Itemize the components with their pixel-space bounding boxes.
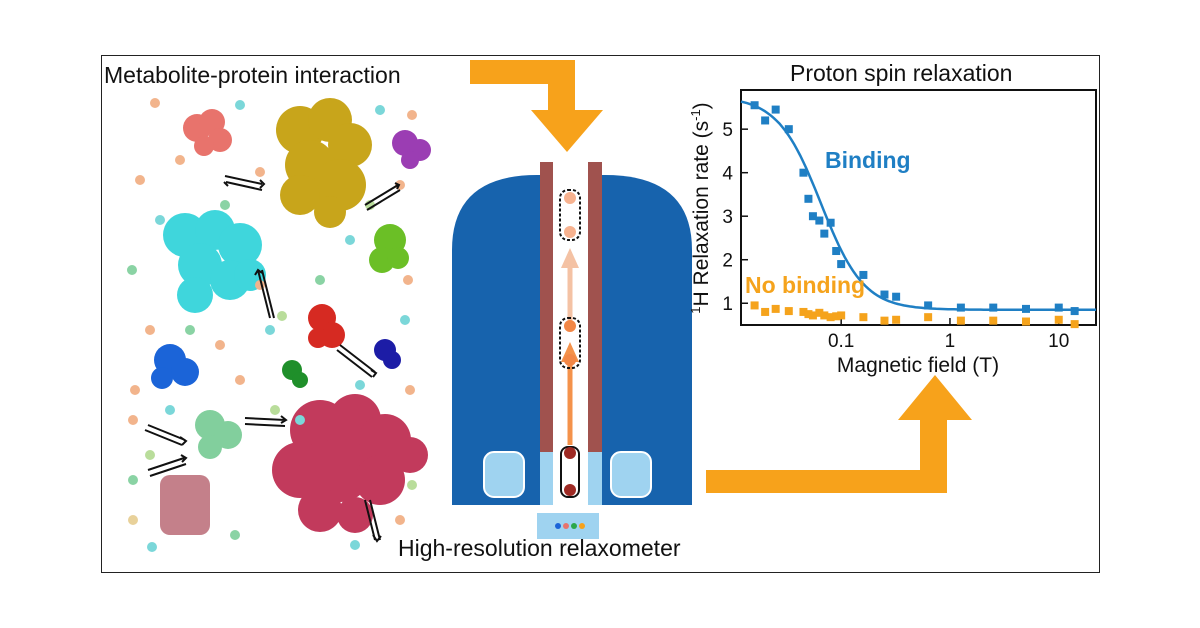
no-binding-point [924, 313, 933, 322]
no-binding-point [815, 308, 824, 317]
binding-point [771, 105, 780, 114]
y-tick-label: 3 [722, 207, 733, 228]
binding-point [826, 218, 835, 227]
binding-point [859, 270, 868, 279]
binding-point [924, 301, 933, 310]
binding-point [784, 125, 793, 134]
binding-point [808, 212, 817, 221]
no-binding-point [956, 316, 965, 325]
protein-blue [151, 344, 199, 389]
protein-yellow [276, 98, 372, 228]
no-binding-point [837, 311, 846, 320]
no-binding-point [989, 316, 998, 325]
plot-area [740, 89, 1097, 326]
binding-point [750, 101, 759, 110]
series-label-no-binding: No binding [745, 272, 865, 298]
arrow-top [470, 60, 603, 152]
no-binding-point [820, 311, 829, 320]
binding-point [880, 290, 889, 299]
protein-green [369, 224, 409, 273]
no-binding-point [880, 316, 889, 325]
metabolite-dots [127, 98, 417, 552]
protein-cluster [127, 98, 431, 552]
figure-frame [101, 55, 1100, 573]
y-tick-label: 2 [722, 251, 733, 272]
no-binding-point [1054, 315, 1063, 324]
protein-crimson [272, 394, 428, 533]
arrow-bottom [706, 375, 972, 493]
binding-point [804, 194, 813, 203]
relaxation-chart: 0.1 1 10 1 2 3 4 5 Binding No binding Magnetic… [688, 89, 1097, 377]
y-axis-label: 1H Relaxation rate (s-1) [688, 102, 713, 313]
protein-mint [195, 410, 242, 459]
equilibrium-arrows [144, 175, 401, 543]
protein-red [308, 304, 345, 348]
no-binding-point [808, 311, 817, 320]
no-binding-point [761, 307, 770, 316]
binding-fit-curve [740, 100, 1096, 312]
series-label-binding: Binding [825, 147, 911, 173]
binding-point [956, 303, 965, 312]
no-binding-point [804, 310, 813, 319]
no-binding-point [832, 312, 841, 321]
binding-point [815, 216, 824, 225]
no-binding-point [784, 307, 793, 316]
no-binding-point [1022, 317, 1031, 326]
binding-point [892, 292, 901, 301]
y-tick-label: 4 [722, 164, 733, 185]
relaxometer [452, 162, 692, 539]
protein-purple [392, 130, 431, 169]
binding-point [799, 168, 808, 177]
binding-point [1070, 307, 1079, 316]
no-binding-point [892, 315, 901, 324]
protein-darkgreen [282, 360, 308, 388]
protein-cyan [163, 210, 266, 313]
y-axis: 1 2 3 4 5 [722, 120, 748, 315]
chart-title: Proton spin relaxation [790, 60, 1013, 86]
binding-point [1022, 304, 1031, 313]
no-binding-point [771, 304, 780, 313]
x-tick-label: 0.1 [828, 331, 854, 352]
y-tick-label: 5 [722, 120, 733, 141]
x-axis-label: Magnetic field (T) [837, 354, 999, 377]
no-binding-point [826, 313, 835, 322]
protein-darkblue [374, 339, 401, 369]
x-axis: 0.1 1 10 [828, 318, 1069, 352]
binding-point [832, 247, 841, 256]
y-tick-label: 1 [722, 294, 733, 315]
interaction-label: Metabolite-protein interaction [104, 62, 401, 88]
no-binding-point [750, 301, 759, 310]
binding-point [761, 116, 770, 125]
instrument-label: High-resolution relaxometer [398, 535, 681, 561]
binding-point [837, 260, 846, 269]
x-tick-label: 1 [945, 331, 956, 352]
no-binding-point [799, 307, 808, 316]
no-binding-point [1070, 320, 1079, 329]
protein-salmon [183, 109, 232, 156]
binding-point [1054, 303, 1063, 312]
no-binding-point [859, 313, 868, 322]
x-tick-label: 10 [1048, 331, 1069, 352]
binding-point [989, 303, 998, 312]
data-points [750, 101, 1079, 329]
binding-point [820, 229, 829, 238]
protein-rose [160, 475, 210, 535]
